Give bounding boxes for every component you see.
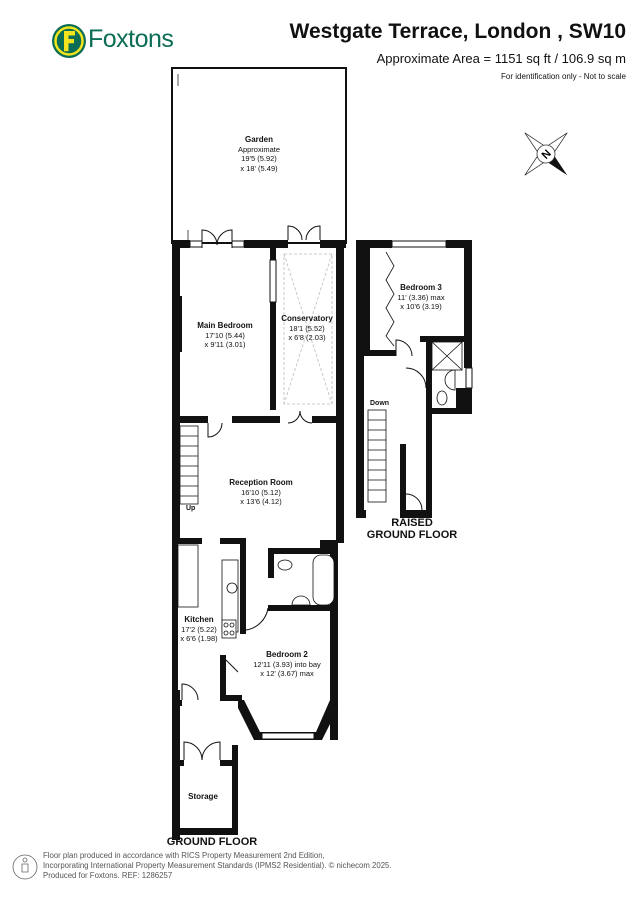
- room-dim: 17'2 (5.22): [181, 624, 217, 634]
- footer-notes: Floor plan produced in accordance with R…: [43, 851, 392, 881]
- room-dim: x 13'6 (4.12): [240, 497, 282, 506]
- room-dim: x 10'6 (3.19): [400, 302, 442, 311]
- footer-line: Incorporating International Property Mea…: [43, 861, 392, 870]
- room-dim: x 12' (3.67) max: [260, 669, 314, 678]
- raised-floor-walls: [356, 240, 472, 518]
- stair-up-label: Up: [186, 505, 196, 512]
- kitchen-fixtures: [177, 544, 239, 639]
- room-dim: x 6'8 (2.03): [288, 333, 326, 342]
- conservatory-roof: [283, 253, 333, 405]
- ground-floor-label: GROUND FLOOR: [166, 836, 258, 848]
- room-name: Reception Room: [229, 478, 293, 487]
- raised-floor-label: RAISED GROUND FLOOR: [367, 517, 457, 541]
- footer-line: Floor plan produced in accordance with R…: [43, 851, 325, 860]
- wardrobe-doors: [385, 251, 395, 347]
- room-dim: 11' (3.36) max: [397, 292, 445, 302]
- room-name: Bedroom 3: [400, 283, 442, 292]
- ipms-person-icon: [12, 854, 38, 880]
- room-name: Storage: [188, 792, 218, 801]
- room-dim: x 9'11 (3.01): [204, 340, 246, 349]
- room-dim: 12'11 (3.93) into bay: [253, 659, 321, 669]
- property-title: Westgate Terrace, London , SW10: [289, 20, 626, 43]
- floor-label-line: GROUND FLOOR: [366, 529, 458, 541]
- footer-line: Produced for Foxtons. REF: 1286257: [43, 871, 173, 880]
- ground-floor-walls: [172, 240, 346, 840]
- room-dim: 17'10 (5.44): [205, 330, 245, 340]
- room-name: Conservatory: [281, 314, 333, 323]
- room-reception: Reception Room 16'10 (5.12) x 13'6 (4.12…: [229, 478, 293, 507]
- stair-down-label: Down: [370, 400, 390, 407]
- doors: [181, 225, 321, 761]
- room-bedroom-3: Bedroom 3 11' (3.36) max x 10'6 (3.19): [397, 283, 444, 312]
- room-dim: x 18' (5.49): [240, 163, 278, 173]
- floor-label-line: RAISED: [391, 517, 433, 529]
- room-dim: 19'5 (5.92): [241, 154, 277, 163]
- ground-floor-stairs: [179, 425, 199, 505]
- room-dim: Approximate: [237, 144, 281, 154]
- room-name: Kitchen: [184, 615, 214, 624]
- room-conservatory: Conservatory 18'1 (5.52) x 6'8 (2.03): [281, 314, 333, 343]
- room-bedroom-2: Bedroom 2 12'11 (3.93) into bay x 12' (3…: [253, 650, 321, 679]
- raised-doors: [395, 339, 427, 511]
- room-name: Garden: [244, 135, 274, 144]
- raised-floor-stairs: [367, 409, 387, 503]
- room-dim: x 6'6 (1.98): [180, 634, 218, 643]
- room-dim: 16'10 (5.12): [241, 487, 281, 497]
- compass-north-icon: [524, 132, 568, 176]
- foxtons-logo-icon: [52, 24, 86, 58]
- room-name: Bedroom 2: [266, 650, 308, 659]
- brand-name: Foxtons: [88, 25, 174, 53]
- disclaimer: For identification only - Not to scale: [501, 72, 626, 81]
- room-garden: Garden Approximate 19'5 (5.92) x 18' (5.…: [238, 135, 280, 173]
- room-main-bedroom: Main Bedroom 17'10 (5.44) x 9'11 (3.01): [197, 321, 253, 350]
- area-summary: Approximate Area = 1151 sq ft / 106.9 sq…: [376, 51, 626, 66]
- bathroom-fixtures: [277, 554, 335, 606]
- room-storage: Storage: [188, 792, 218, 802]
- room-kitchen: Kitchen 17'2 (5.22) x 6'6 (1.98): [180, 615, 217, 644]
- room-dim: 18'1 (5.52): [289, 323, 325, 333]
- room-name: Main Bedroom: [197, 321, 253, 330]
- shower-and-wc: [431, 341, 463, 406]
